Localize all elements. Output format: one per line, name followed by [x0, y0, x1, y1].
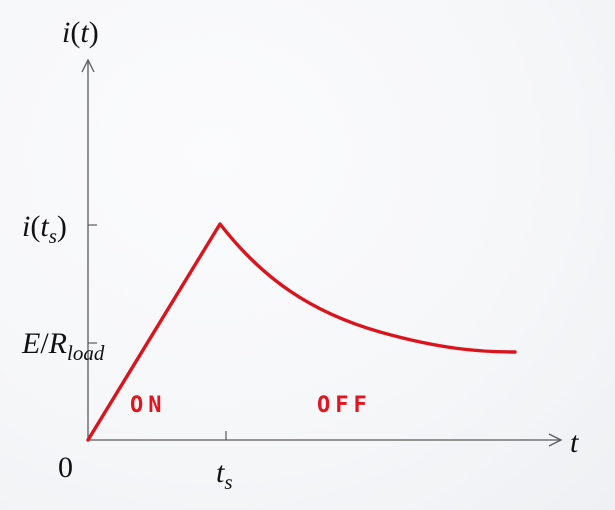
off-phase-label: OFF	[317, 393, 372, 418]
on-phase-label: ON	[130, 393, 167, 418]
y-axis-label: i(t)	[62, 16, 99, 49]
steady-state-label: E/Rload	[21, 327, 105, 365]
x-axis-arrowhead	[548, 433, 563, 447]
y-axis-arrowhead	[81, 58, 95, 73]
peak-current-label: i(ts)	[22, 210, 67, 248]
current-curve	[86, 222, 517, 442]
x-axis-label: t	[570, 426, 579, 459]
origin-label: 0	[58, 451, 73, 484]
switch-time-label: ts	[216, 456, 233, 494]
